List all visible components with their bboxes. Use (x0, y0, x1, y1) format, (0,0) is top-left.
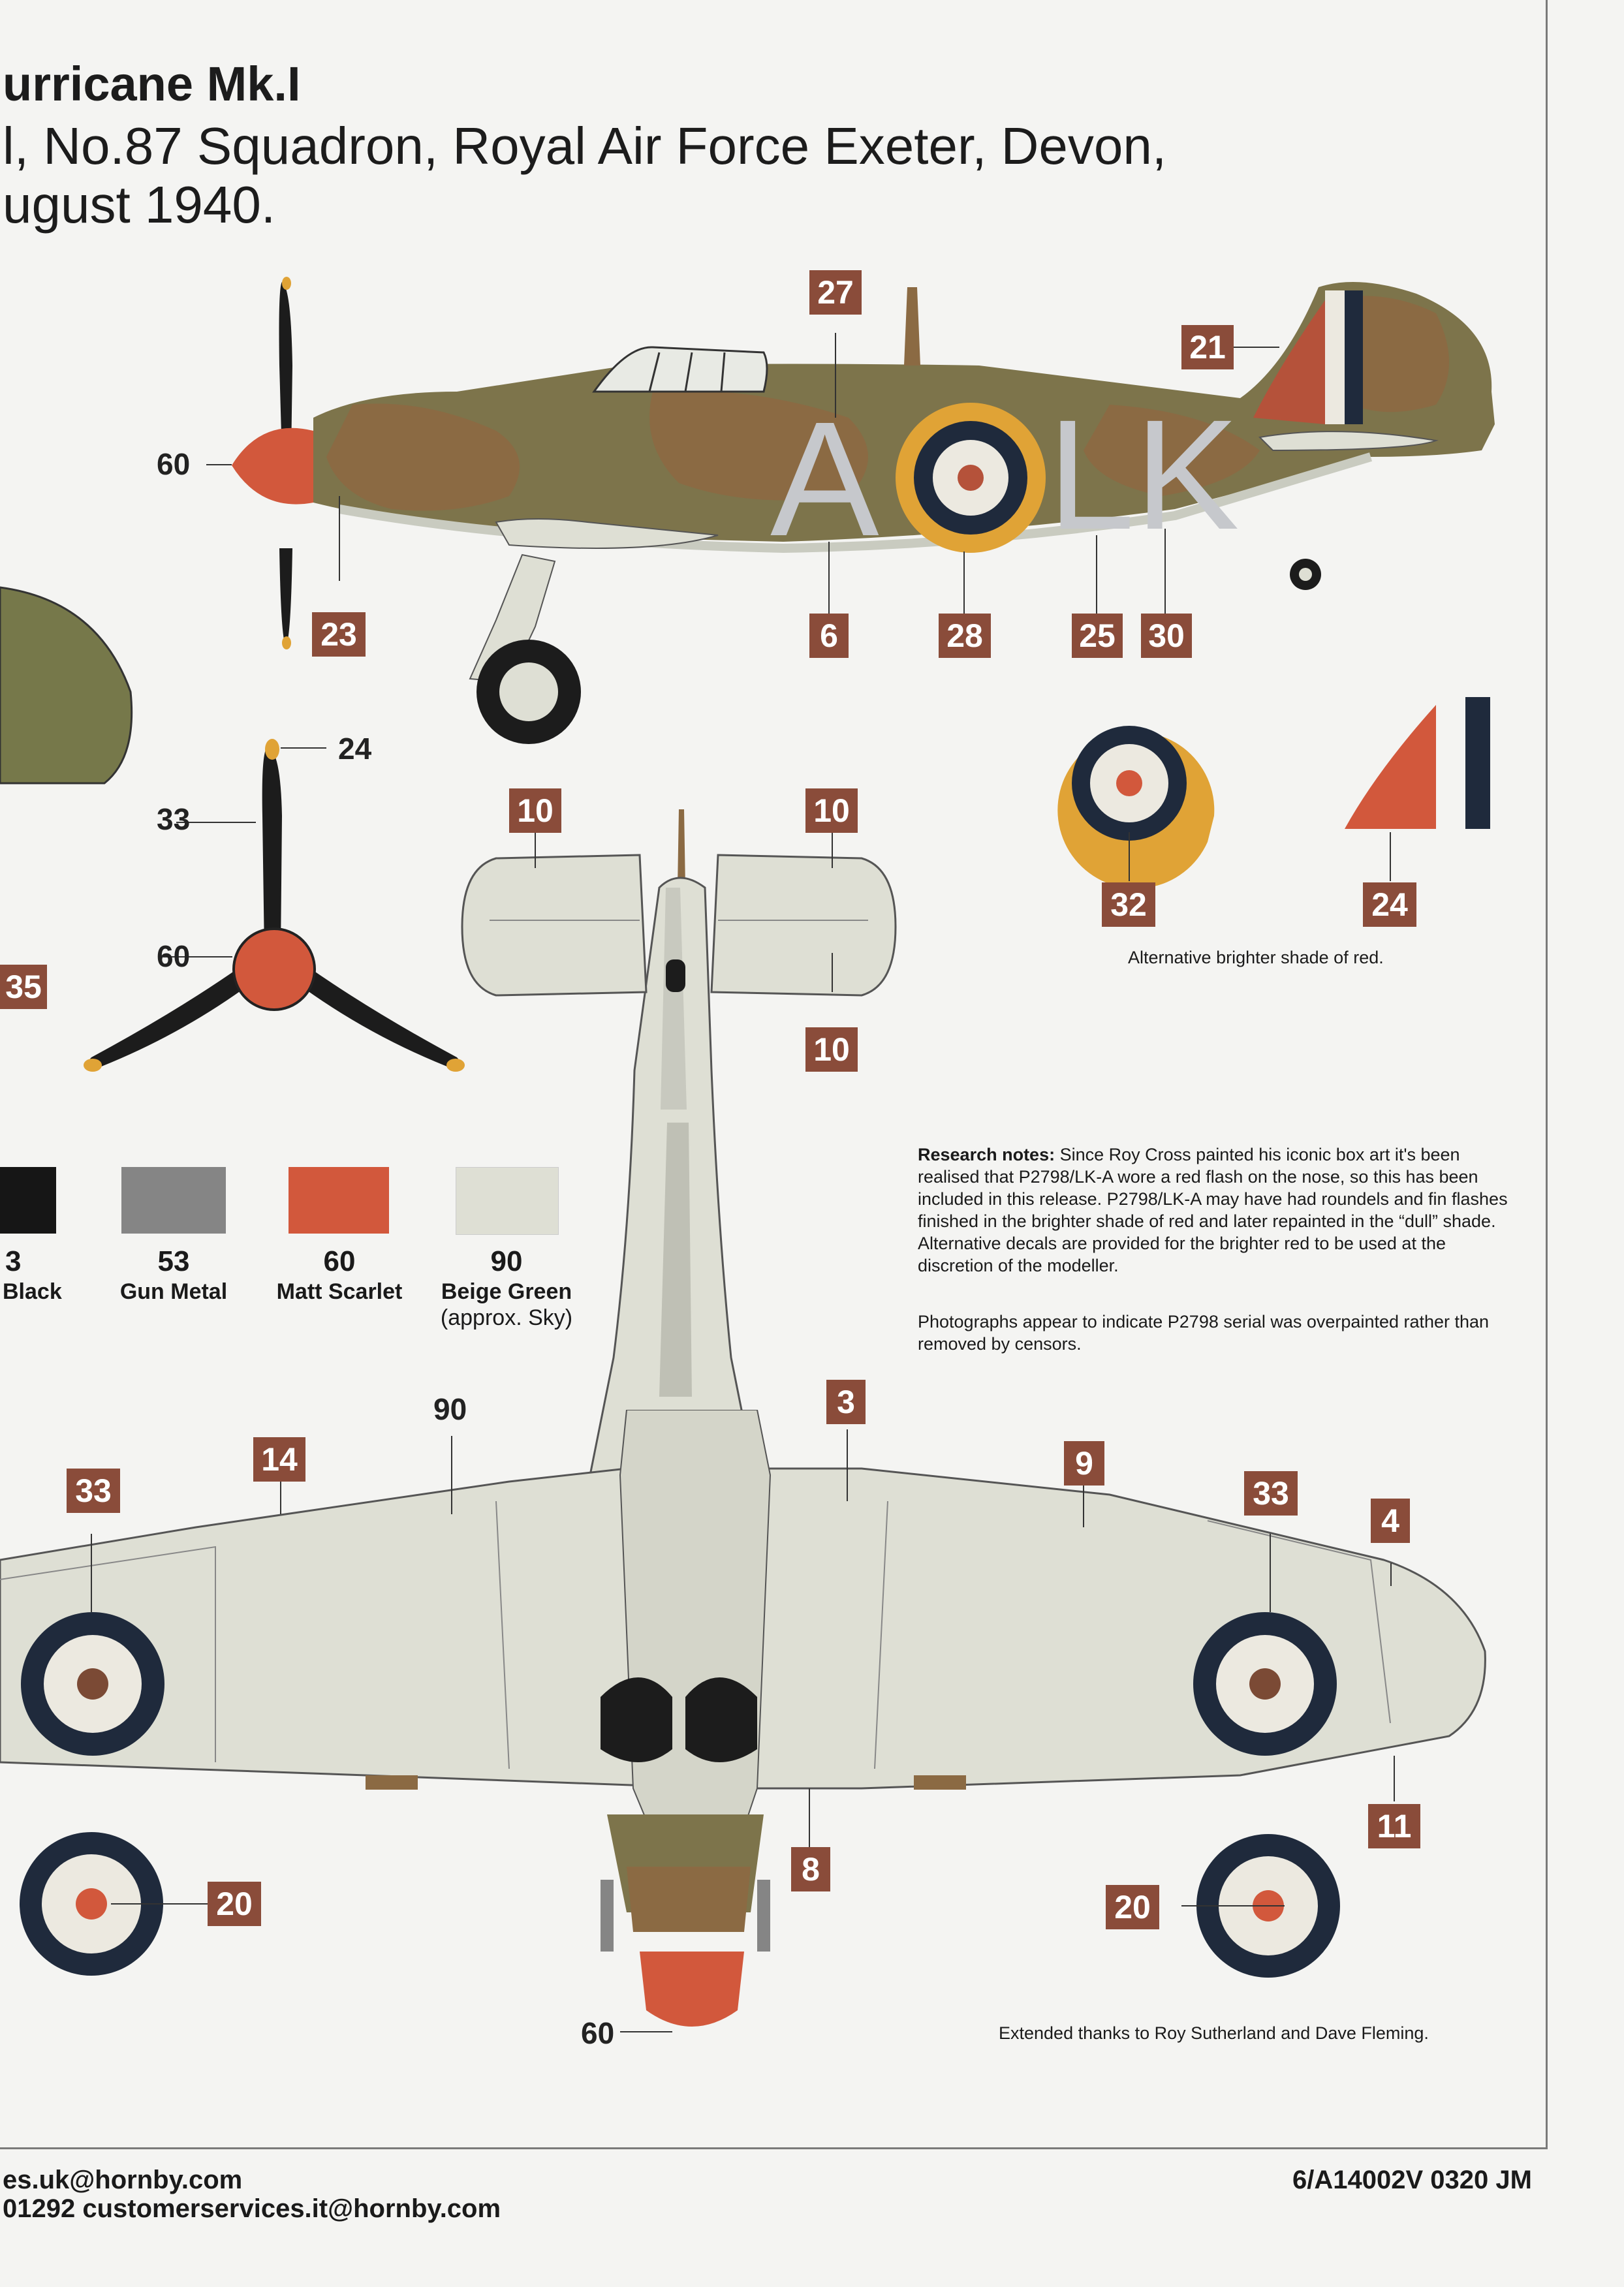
code-letter-a: A (770, 388, 879, 570)
propeller-front-view (84, 739, 465, 1072)
underside-color-label: 90 (433, 1392, 467, 1426)
prop-blade-right (294, 966, 460, 1070)
code-letters-lk: LK (1048, 387, 1240, 562)
top-tailplane-right (710, 854, 897, 997)
callout-35: 35 (0, 965, 47, 1009)
prop-blade-top (262, 747, 282, 953)
prop-hub (232, 927, 316, 1011)
underside-view (0, 1410, 1486, 2032)
swatch-beige-green (456, 1167, 559, 1235)
callout-33-right: 33 (1244, 1471, 1298, 1516)
footer-email-it: 01292 customerservices.it@hornby.com (3, 2194, 501, 2223)
callout-30: 30 (1141, 614, 1192, 658)
callout-28: 28 (939, 614, 991, 658)
callout-23: 23 (312, 612, 366, 657)
callout-9: 9 (1064, 1441, 1104, 1486)
top-tailplane-left (461, 854, 648, 997)
swatch-black-number: 3 (5, 1245, 22, 1277)
top-view-tail (461, 809, 897, 1488)
callout-8: 8 (791, 1847, 830, 1891)
research-notes-paragraph2: Photographs appear to indicate P2798 ser… (918, 1312, 1490, 1354)
side-prop-blade (279, 282, 292, 457)
partial-tail-left (0, 586, 133, 785)
swatch-gun-metal-number: 53 (157, 1245, 190, 1277)
callout-10-left: 10 (509, 788, 561, 833)
underwing-roundel-left (21, 1612, 164, 1756)
callout-3: 3 (826, 1380, 866, 1424)
side-spinner-label: 60 (157, 447, 191, 481)
alt-fin-flash (1345, 705, 1436, 829)
prop-hub-label: 60 (157, 939, 191, 973)
swatch-beige-green-number: 90 (490, 1245, 523, 1277)
underwing-roundel-right (1193, 1612, 1337, 1756)
prop-blade-left (88, 966, 255, 1070)
callout-20-left: 20 (208, 1882, 261, 1926)
alt-decals-caption: Alternative brighter shade of red. (1128, 948, 1384, 967)
research-notes-heading: Research notes: (918, 1145, 1055, 1164)
callout-10-lower: 10 (805, 1027, 858, 1072)
prop-blade-label: 33 (157, 802, 191, 836)
prop-tip-label: 24 (338, 732, 372, 766)
swatch-matt-scarlet-name: Matt Scarlet (276, 1279, 403, 1304)
page-title: urricane Mk.I (3, 57, 301, 111)
swatch-gun-metal (121, 1167, 226, 1234)
subtitle-date: ugust 1940. (3, 176, 276, 234)
callout-6: 6 (809, 614, 849, 658)
underside-spinner-label: 60 (581, 2016, 615, 2050)
swatch-gun-metal-name: Gun Metal (119, 1279, 228, 1304)
alt-decals (1057, 697, 1490, 888)
swatch-matt-scarlet (289, 1167, 389, 1234)
swatch-black-name: Black (3, 1279, 62, 1304)
swatch-matt-scarlet-number: 60 (323, 1245, 356, 1277)
side-fin-flash (1253, 300, 1325, 424)
page-border (1546, 0, 1548, 2147)
decal-roundel-left (20, 1832, 163, 1976)
callout-27: 27 (809, 270, 862, 315)
callout-33-left: 33 (67, 1469, 120, 1513)
page-border-bottom (0, 2147, 1548, 2149)
callout-21: 21 (1181, 325, 1234, 369)
side-view: A LK (206, 277, 1495, 744)
underside-spinner (640, 1952, 744, 2027)
footer-email-uk: es.uk@hornby.com (3, 2166, 243, 2194)
callout-24: 24 (1363, 882, 1416, 927)
callout-4: 4 (1371, 1499, 1410, 1543)
callout-20-right: 20 (1106, 1885, 1159, 1929)
thanks-note: Extended thanks to Roy Sutherland and Da… (999, 2023, 1429, 2043)
research-notes: Research notes: Since Roy Cross painted … (918, 1144, 1518, 1277)
research-notes-body: Since Roy Cross painted his iconic box a… (918, 1145, 1508, 1275)
callout-10-right: 10 (805, 788, 858, 833)
swatch-beige-green-note: (approx. Sky) (440, 1305, 573, 1330)
swatch-black (0, 1167, 56, 1234)
callout-25: 25 (1072, 614, 1123, 658)
side-spinner (232, 428, 313, 505)
footer-code: 6/A14002V 0320 JM (1292, 2166, 1532, 2194)
subtitle-unit: l, No.87 Squadron, Royal Air Force Exete… (3, 117, 1167, 175)
callout-14: 14 (253, 1437, 305, 1482)
callout-32: 32 (1102, 882, 1155, 927)
swatch-beige-green-name: Beige Green (441, 1279, 572, 1304)
callout-11: 11 (1368, 1804, 1420, 1848)
side-canopy (592, 346, 768, 393)
